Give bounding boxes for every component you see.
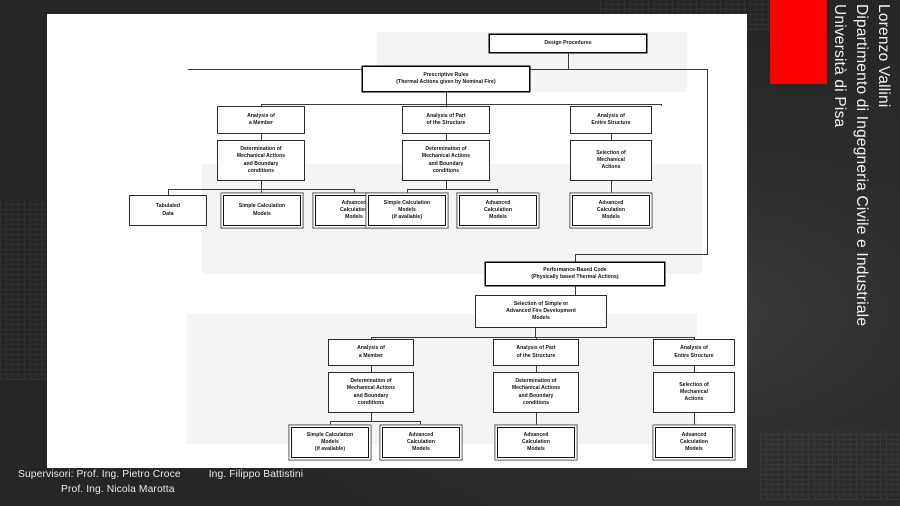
connector-perf-b1	[371, 337, 372, 339]
connector-presc-b2	[446, 104, 447, 106]
node-presc-tabulated-data[interactable]: Tabulated Data	[129, 195, 207, 226]
footer-candidate: Ing. Filippo Battistini	[208, 469, 304, 480]
connector-perf-bus	[371, 337, 694, 338]
connector-colA-1	[261, 134, 262, 140]
connector-right-trunk	[707, 69, 708, 254]
node-perf-determination-member[interactable]: Determination of Mechanical Actions and …	[328, 372, 414, 413]
node-perf-selection-mech[interactable]: Selection of Mechanical Actions	[653, 372, 735, 413]
footer-supervisors: Supervisori: Prof. Ing. Pietro Croce Ing…	[18, 468, 498, 504]
node-prescriptive-rules[interactable]: Prescriptive Rules (Thermal Actions give…	[362, 66, 530, 92]
connector-perf-b3	[694, 337, 695, 339]
footer-row-2: Prof. Ing. Nicola Marotta	[18, 483, 498, 498]
connector-perfA-1	[371, 366, 372, 372]
node-presc-advanced-calc-b[interactable]: Advanced Calculation Models	[459, 195, 537, 226]
node-perf-advanced-calc-a[interactable]: Advanced Calculation Models	[382, 427, 460, 458]
node-perf-analysis-entire[interactable]: Analysis of Entire Structure	[653, 339, 735, 366]
connector-perfA-l1	[330, 421, 331, 427]
connector-colA-l3	[354, 189, 355, 195]
connector-design-stem	[568, 53, 569, 69]
node-presc-advanced-calc-c[interactable]: Advanced Calculation Models	[572, 195, 650, 226]
node-perf-determination-part[interactable]: Determination of Mechanical Actions and …	[493, 372, 579, 413]
connector-colB-l2	[497, 189, 498, 195]
node-performance-based-code[interactable]: Performance-Based Code (Physically based…	[485, 262, 665, 286]
connector-perfA-bus	[330, 421, 420, 422]
node-perf-analysis-part[interactable]: Analysis of Part of the Structure	[493, 339, 579, 366]
connector-colC-1	[611, 134, 612, 140]
node-fire-development-models[interactable]: Selection of Simple or Advanced Fire Dev…	[475, 295, 607, 328]
footer-row-1: Supervisori: Prof. Ing. Pietro Croce Ing…	[18, 468, 498, 483]
connector-colA-l2	[261, 189, 262, 195]
footer-supervisor-2: Prof. Ing. Nicola Marotta	[61, 483, 175, 495]
connector-perfC-2	[694, 413, 695, 427]
connector-colB-bus	[407, 189, 497, 190]
connector-prescriptive-bus	[261, 104, 661, 105]
connector-performance-stem	[575, 254, 576, 262]
connector-perf-b2	[536, 337, 537, 339]
connector-colC-2	[611, 181, 612, 195]
connector-colB-l1	[407, 189, 408, 195]
node-presc-analysis-part[interactable]: Analysis of Part of the Structure	[402, 106, 490, 134]
diagram-canvas: Design Procedures Prescriptive Rules (Th…	[47, 14, 747, 468]
vertical-title-line-1: Lorenzo Vallini	[875, 4, 892, 108]
connector-pbc-stem	[575, 286, 576, 295]
node-perf-advanced-calc-c[interactable]: Advanced Calculation Models	[655, 427, 733, 458]
node-perf-simple-calc-avail[interactable]: Simple Calculation Models (if available)	[291, 427, 369, 458]
vertical-title-line-2: Dipartimento di Ingegneria Civile e Indu…	[853, 4, 870, 327]
connector-to-performance	[575, 254, 708, 255]
connector-colB-1	[446, 134, 447, 140]
node-perf-analysis-member[interactable]: Analysis of a Member	[328, 339, 414, 366]
connector-perfC-1	[694, 366, 695, 372]
connector-perfA-l2	[420, 421, 421, 427]
vertical-title: Lorenzo Vallini Dipartimento di Ingegner…	[828, 4, 894, 464]
connector-perfA-2	[371, 413, 372, 421]
node-presc-selection-mech[interactable]: Selection of Mechanical Actions	[570, 140, 652, 181]
node-presc-analysis-member[interactable]: Analysis of a Member	[217, 106, 305, 134]
connector-presc-b3	[661, 104, 662, 106]
scan-wash-lower	[187, 314, 697, 444]
node-presc-determination-member[interactable]: Determination of Mechanical Actions and …	[217, 140, 305, 181]
footer-supervisor-1: Supervisori: Prof. Ing. Pietro Croce	[18, 469, 181, 480]
connector-perfB-2	[536, 413, 537, 427]
connector-perfB-1	[536, 366, 537, 372]
connector-colA-l1	[168, 189, 169, 195]
node-presc-determination-part[interactable]: Determination of Mechanical Actions and …	[402, 140, 490, 181]
node-presc-simple-calc[interactable]: Simple Calculation Models	[223, 195, 301, 226]
node-presc-simple-calc-avail[interactable]: Simple Calculation Models (if available)	[368, 195, 446, 226]
node-presc-analysis-entire[interactable]: Analysis of Entire Structure	[570, 106, 652, 134]
node-design-procedures[interactable]: Design Procedures	[489, 34, 647, 53]
node-perf-advanced-calc-b[interactable]: Advanced Calculation Models	[497, 427, 575, 458]
connector-fdm-stem	[535, 328, 536, 337]
accent-red-block	[770, 0, 827, 84]
connector-colA-drop	[261, 104, 262, 106]
connector-colB-2	[446, 181, 447, 189]
connector-colA-2	[261, 181, 262, 189]
connector-prescriptive-stem	[446, 92, 447, 104]
vertical-title-line-3: Università di Pisa	[831, 4, 848, 128]
